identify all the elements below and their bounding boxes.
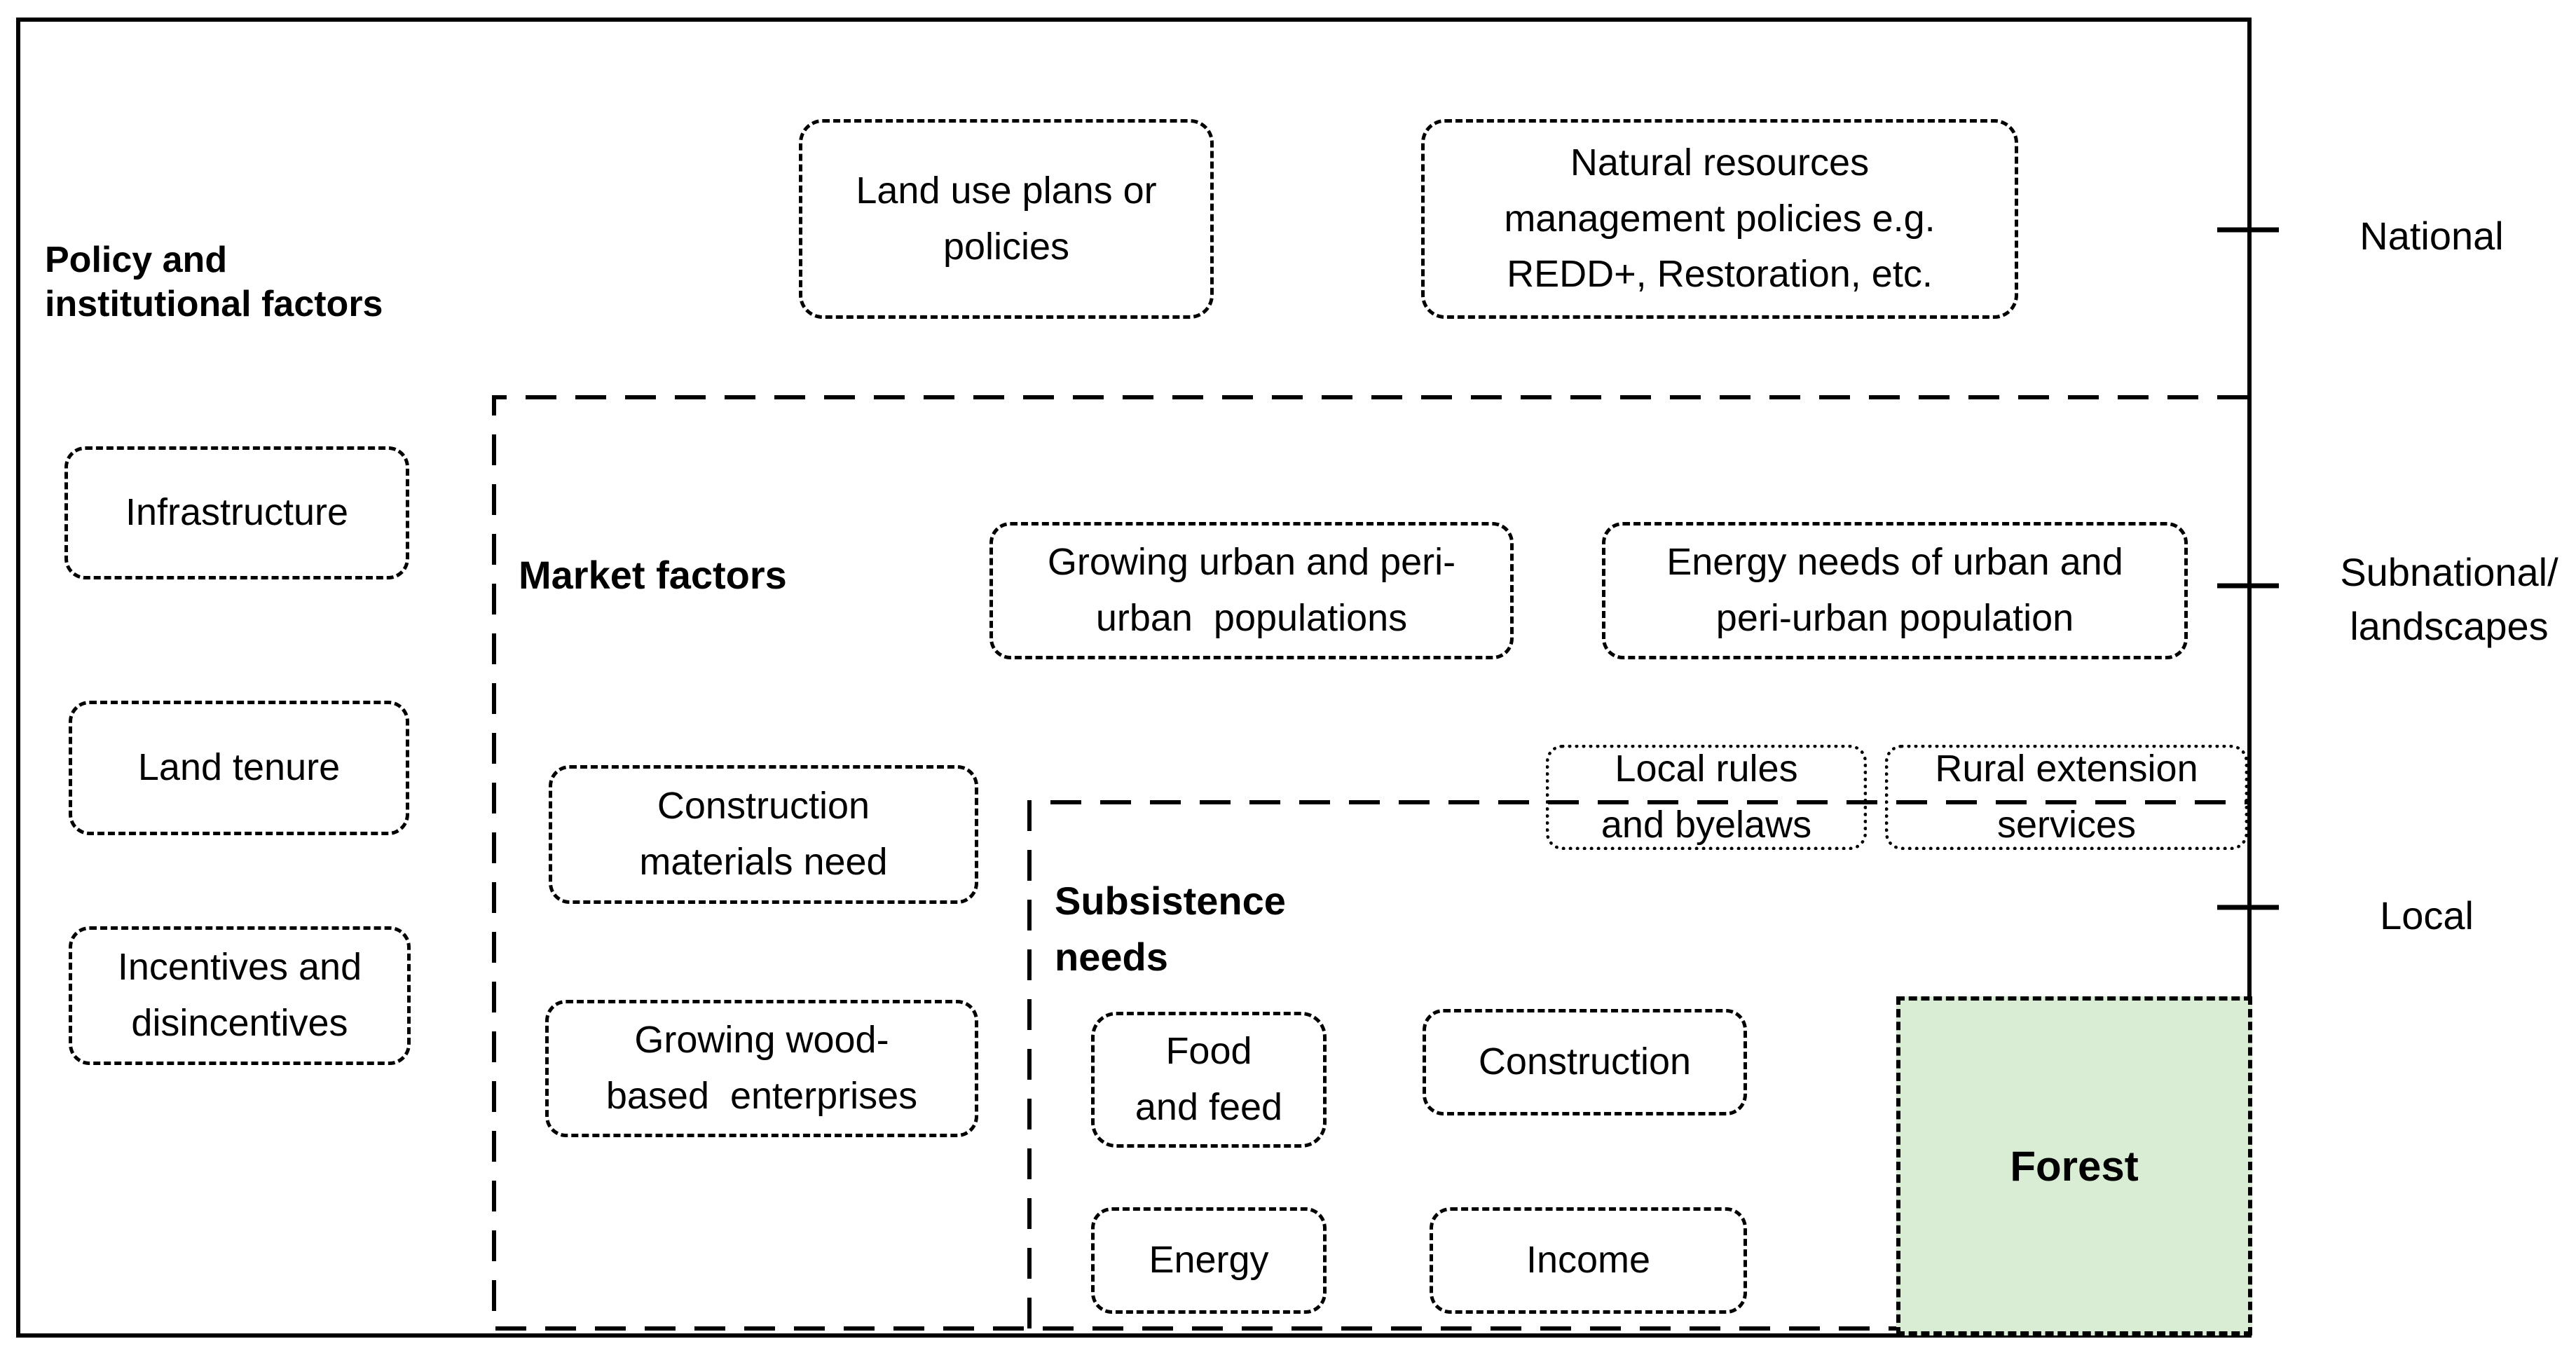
natural-resources-policies-box: Natural resources management policies e.… bbox=[1421, 119, 2018, 319]
income-box: Income bbox=[1430, 1207, 1747, 1314]
infrastructure-label: Infrastructure bbox=[125, 491, 349, 534]
growing-wood-enterprises-label: Growing wood- based enterprises bbox=[605, 1019, 918, 1117]
construction-materials-box: Construction materials need bbox=[549, 765, 978, 904]
forest-box: Forest bbox=[1896, 996, 2252, 1335]
land-use-plans-box: Land use plans or policies bbox=[799, 119, 1214, 319]
local-rules-byelaws-label: Local rules and byelaws bbox=[1601, 748, 1812, 846]
construction-box: Construction bbox=[1423, 1009, 1747, 1115]
food-and-feed-label: Food and feed bbox=[1135, 1030, 1283, 1128]
energy-box: Energy bbox=[1091, 1207, 1327, 1314]
growing-urban-populations-label: Growing urban and peri- urban population… bbox=[1047, 541, 1456, 639]
rural-extension-services-label: Rural extension services bbox=[1935, 748, 2198, 846]
growing-urban-populations-box: Growing urban and peri- urban population… bbox=[989, 522, 1514, 659]
food-and-feed-box: Food and feed bbox=[1091, 1012, 1327, 1148]
land-tenure-label: Land tenure bbox=[137, 746, 341, 789]
scale-label-national: National bbox=[2359, 214, 2504, 258]
land-use-plans-label: Land use plans or policies bbox=[856, 169, 1157, 268]
scale-label-local: Local bbox=[2380, 893, 2474, 938]
policy-institutional-heading: Policy and institutional factors bbox=[45, 240, 383, 325]
energy-label: Energy bbox=[1149, 1239, 1269, 1282]
subsistence-needs-heading: Subsistence needs bbox=[1055, 879, 1286, 979]
forest-label: Forest bbox=[2010, 1142, 2139, 1190]
construction-materials-label: Construction materials need bbox=[639, 785, 888, 883]
scale-label-subnational: Subnational/ landscapes bbox=[2340, 550, 2558, 648]
rural-extension-services-box: Rural extension services bbox=[1885, 745, 2248, 850]
growing-wood-enterprises-box: Growing wood- based enterprises bbox=[545, 1000, 978, 1137]
energy-needs-label: Energy needs of urban and peri-urban pop… bbox=[1666, 541, 2123, 639]
land-tenure-box: Land tenure bbox=[69, 701, 409, 835]
local-rules-byelaws-box: Local rules and byelaws bbox=[1546, 745, 1867, 850]
outer-frame bbox=[16, 18, 2252, 1338]
income-label: Income bbox=[1526, 1239, 1651, 1282]
market-factors-heading: Market factors bbox=[519, 553, 787, 597]
natural-resources-policies-label: Natural resources management policies e.… bbox=[1504, 141, 1936, 296]
incentives-label: Incentives and disincentives bbox=[117, 946, 362, 1044]
incentives-box: Incentives and disincentives bbox=[69, 926, 411, 1065]
energy-needs-box: Energy needs of urban and peri-urban pop… bbox=[1602, 522, 2188, 659]
infrastructure-box: Infrastructure bbox=[64, 446, 409, 579]
construction-label: Construction bbox=[1478, 1040, 1692, 1083]
